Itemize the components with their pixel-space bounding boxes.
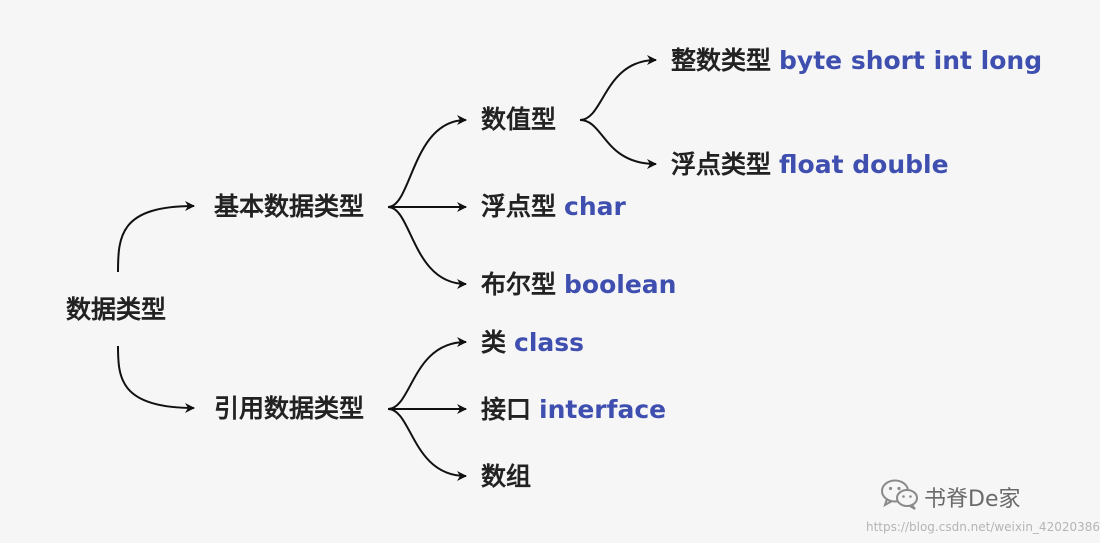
- node-class-en: class: [514, 328, 585, 357]
- node-class-zh: 类: [481, 328, 507, 357]
- node-integer-en: byte short int long: [779, 46, 1043, 75]
- arrow-primitive-to-numeric: [387, 115, 467, 208]
- arrow-numeric-to-floating: [579, 119, 657, 169]
- node-boolean-zh: 布尔型: [481, 270, 557, 299]
- node-integer-zh: 整数类型: [671, 46, 772, 75]
- node-boolean-en: boolean: [564, 270, 677, 299]
- arrow-reference-to-array: [387, 408, 467, 481]
- arrow-root-to-reference: [117, 345, 195, 413]
- arrow-reference-to-class: [387, 337, 467, 410]
- watermark-url: https://blog.csdn.net/weixin_42020386: [866, 520, 1100, 534]
- node-numeric: 数值型: [481, 107, 556, 132]
- node-floating-zh: 浮点类型: [671, 150, 772, 179]
- node-char-en: char: [564, 192, 626, 221]
- node-root-label: 数据类型: [66, 295, 167, 324]
- node-primitive-label: 基本数据类型: [214, 192, 365, 221]
- node-floating-en: float double: [779, 150, 949, 179]
- node-array: 数组: [481, 464, 531, 489]
- node-root: 数据类型: [66, 297, 166, 322]
- arrow-primitive-to-boolean: [387, 206, 467, 289]
- node-reference: 引用数据类型: [214, 396, 364, 421]
- node-interface-en: interface: [539, 395, 667, 424]
- node-interface-zh: 接口: [481, 395, 532, 424]
- node-numeric-label: 数值型: [481, 105, 557, 134]
- node-char-zh: 浮点型: [481, 192, 557, 221]
- node-reference-label: 引用数据类型: [214, 394, 365, 423]
- wechat-icon: [881, 479, 918, 510]
- watermark-brand: 书脊De家: [924, 487, 1021, 512]
- node-primitive: 基本数据类型: [214, 194, 364, 219]
- arrow-numeric-to-integer: [579, 55, 657, 121]
- node-array-label: 数组: [481, 462, 532, 491]
- arrow-root-to-primitive: [117, 201, 195, 273]
